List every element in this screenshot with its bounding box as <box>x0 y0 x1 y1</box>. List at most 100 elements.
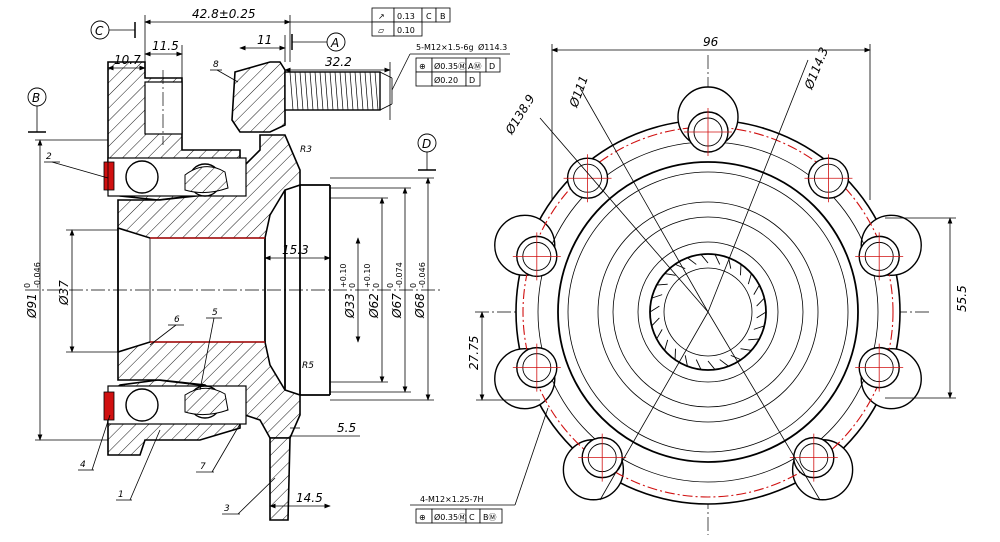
thread-mark <box>319 71 324 111</box>
svg-text:↗: ↗ <box>378 12 385 21</box>
bolt-hole <box>512 343 561 392</box>
svg-text:0: 0 <box>372 283 381 288</box>
thread-mark <box>339 71 344 111</box>
spline-tooth <box>684 355 688 367</box>
bolt-hole <box>512 232 561 281</box>
bolt-hole <box>684 108 732 156</box>
svg-text:0: 0 <box>348 283 357 288</box>
datum-c: C <box>90 20 136 40</box>
thread-mark <box>329 71 334 111</box>
svg-text:C: C <box>469 513 475 522</box>
dim-dia-67: Ø67 <box>390 293 404 319</box>
spline-tooth <box>664 339 669 351</box>
svg-text:⊕: ⊕ <box>419 513 426 522</box>
part-label-4: 4 <box>80 460 86 470</box>
dim-55-5: 55.5 <box>955 285 969 312</box>
dim-27-75: 27.75 <box>467 336 481 370</box>
svg-text:C: C <box>95 24 104 38</box>
svg-text:BⓂ: BⓂ <box>483 513 497 522</box>
dim-dia-33: Ø33 <box>343 293 357 319</box>
spline-tooth <box>740 348 752 351</box>
dim-5-5: 5.5 <box>337 421 356 435</box>
bolt-hole <box>578 433 627 482</box>
svg-text:+0.10: +0.10 <box>339 263 348 288</box>
dim-dia-37: Ø37 <box>57 280 71 306</box>
part-label-8: 8 <box>213 60 219 70</box>
spline-tooth <box>753 284 760 295</box>
svg-text:-0.046: -0.046 <box>418 262 427 288</box>
svg-text:+0.10: +0.10 <box>363 263 372 288</box>
dim-42-8: 42.8±0.25 <box>192 7 256 21</box>
spline-tooth <box>753 325 765 330</box>
svg-text:0: 0 <box>409 283 418 288</box>
svg-text:Ø0.35Ⓜ: Ø0.35Ⓜ <box>434 512 466 522</box>
spline-tooth <box>756 311 767 319</box>
thread-mark <box>354 71 359 111</box>
spline-tooth <box>748 338 760 341</box>
radius-r5: R5 <box>302 361 314 371</box>
spline-tooth <box>651 317 660 327</box>
spline-tooth <box>649 305 660 313</box>
flange-bolt-hole <box>144 70 183 145</box>
bolt-hole <box>855 343 904 392</box>
spline-tooth <box>707 360 716 370</box>
svg-text:D: D <box>422 137 431 151</box>
part-label-2: 2 <box>46 152 52 162</box>
svg-text:-0.046: -0.046 <box>33 262 42 288</box>
spline-tooth <box>674 263 686 270</box>
fcf-runout-flatness: ↗ 0.13 C B ▱ 0.10 <box>290 7 451 37</box>
part-label-6: 6 <box>174 315 180 325</box>
svg-text:B: B <box>32 91 40 105</box>
svg-text:Ø0.20: Ø0.20 <box>434 75 458 85</box>
bolt-hole <box>563 154 612 203</box>
datum-a: A <box>291 32 346 52</box>
bearing-upper <box>103 157 247 197</box>
stud-boss <box>231 61 286 133</box>
dim-32-2: 32.2 <box>325 55 352 69</box>
front-view: Ø138.9 Ø111 Ø114.3 96 55.5 27.75 4-M12×1… <box>410 35 969 535</box>
thread-mark <box>324 71 329 111</box>
thread-mark <box>374 71 379 111</box>
svg-text:⊕: ⊕ <box>419 62 426 71</box>
datum-b: B <box>27 87 47 133</box>
bearing-lower <box>103 385 247 425</box>
dim-dia-138-9: Ø138.9 <box>502 92 538 137</box>
fcf-threaded-holes: 4-M12×1.25-7H ⊕ Ø0.35Ⓜ C BⓂ <box>410 407 549 524</box>
thread-mark <box>369 71 374 111</box>
svg-text:0: 0 <box>23 283 32 288</box>
svg-text:B: B <box>440 12 446 21</box>
spline-tooth <box>664 273 676 276</box>
part-label-3: 3 <box>224 504 230 514</box>
spline-tooth <box>656 329 663 340</box>
thread-mark <box>359 71 364 111</box>
radius-r3: R3 <box>300 145 312 155</box>
wheel-flange <box>269 437 291 521</box>
hub-outer-circle <box>557 161 859 463</box>
svg-text:A: A <box>330 36 339 50</box>
spline-tooth <box>656 283 668 286</box>
dim-dia-91: Ø91 <box>25 293 39 319</box>
dim-dia-62: Ø62 <box>367 293 381 319</box>
bolt-holes <box>512 108 904 482</box>
dim-dia-114-3: Ø114.3 <box>801 45 831 92</box>
dim-dia-111: Ø111 <box>566 74 591 110</box>
svg-text:-0.074: -0.074 <box>395 262 404 288</box>
spline-tooth <box>756 297 765 307</box>
bolt-hole <box>789 433 838 482</box>
part-label-5: 5 <box>212 308 218 318</box>
thread-mark <box>294 71 299 111</box>
svg-text:AⓂ: AⓂ <box>468 62 481 71</box>
dim-11-5: 11.5 <box>152 39 179 53</box>
thread-mark <box>344 71 349 111</box>
thread-mark <box>314 71 319 111</box>
svg-text:5-M12×1.5-6g: 5-M12×1.5-6g <box>416 43 474 52</box>
spline-tooth <box>651 294 663 299</box>
svg-text:D: D <box>469 76 475 85</box>
part-label-7: 7 <box>200 462 206 472</box>
svg-text:0: 0 <box>386 283 395 288</box>
thread-mark <box>364 71 369 111</box>
spline-tooth <box>714 254 721 265</box>
spline-tooth <box>695 359 702 370</box>
spline-teeth <box>649 254 767 370</box>
